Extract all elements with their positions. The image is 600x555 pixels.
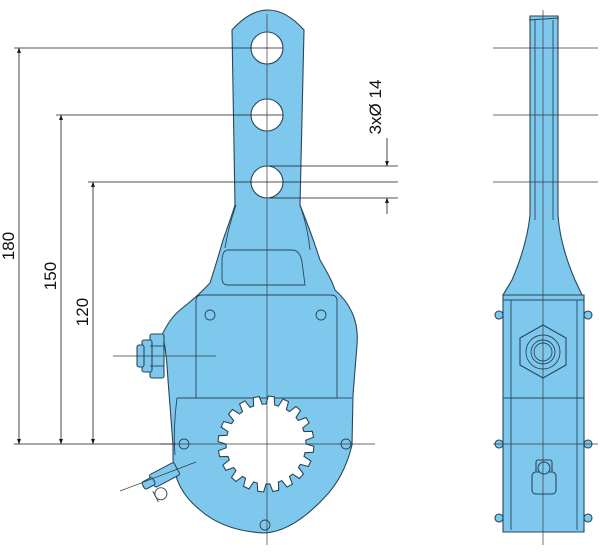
dim-label-180: 180 bbox=[0, 232, 18, 260]
arm-edge-left bbox=[224, 204, 237, 249]
dim-label-150: 150 bbox=[41, 262, 60, 290]
worm-cover bbox=[221, 249, 306, 286]
side-arm bbox=[502, 15, 583, 296]
side-view bbox=[493, 10, 598, 545]
front-view bbox=[113, 9, 375, 545]
bolt-hole-top-left bbox=[204, 309, 216, 321]
dim-label-120: 120 bbox=[73, 298, 92, 326]
side-grease-fitting bbox=[531, 459, 557, 495]
bolt-hole-top-right bbox=[315, 309, 327, 321]
bolt-hole-bottom bbox=[259, 519, 271, 531]
dim-label-hole: 3xØ 14 bbox=[366, 80, 385, 135]
dimensions: 180 150 120 3xØ 14 bbox=[0, 47, 398, 445]
fitting-centerline bbox=[119, 461, 197, 492]
lower-boss bbox=[173, 397, 196, 456]
arm-edge-right bbox=[299, 204, 311, 251]
front-body-outline bbox=[161, 9, 358, 534]
grease-fitting bbox=[141, 462, 180, 503]
